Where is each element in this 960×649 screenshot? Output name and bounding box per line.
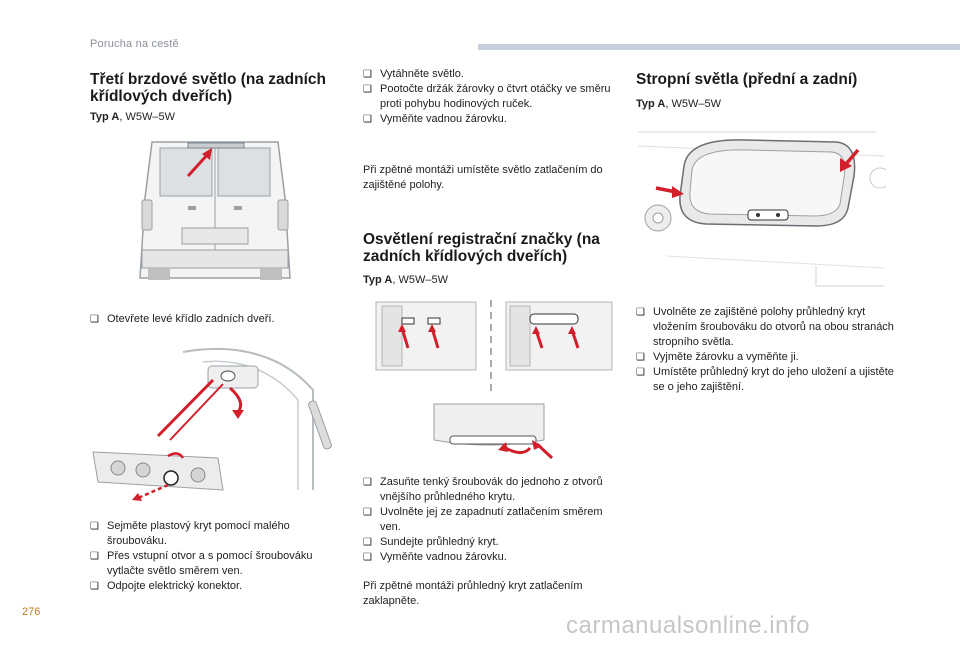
step-item: ❑Sejměte plastový kryt pomocí malého šro…: [90, 520, 290, 547]
ceiling-light-illustration: [637, 131, 886, 287]
header-bar: [478, 44, 960, 50]
steps-open-door: ❑Otevřete levé křídlo zadních dveří.: [90, 312, 340, 327]
bulb-type-plate-light: Typ A, W5W–5W: [363, 274, 448, 286]
plate-reassembly-note: Při zpětné montáži průhledný kryt zatlač…: [363, 580, 583, 607]
steps-remove-lamp: ❑Sejměte plastový kryt pomocí malého šro…: [90, 519, 345, 594]
van-rear-illustration: [139, 141, 291, 280]
checkbox-marker-icon: ❑: [363, 84, 372, 95]
checkbox-marker-icon: ❑: [636, 352, 645, 363]
plate-light-illustration: [375, 300, 613, 460]
step-item: ❑Otevřete levé křídlo zadních dveří.: [90, 313, 275, 325]
page-number: 276: [22, 606, 41, 618]
steps-ceiling-lights: ❑Uvolněte ze zajištěné polohy průhledný …: [636, 305, 906, 395]
checkbox-marker-icon: ❑: [90, 314, 99, 325]
checkbox-marker-icon: ❑: [90, 581, 99, 592]
step-item: ❑Uvolněte jej ze zapadnutí zatlačením sm…: [363, 506, 603, 533]
checkbox-marker-icon: ❑: [90, 521, 99, 532]
step-item: ❑Přes vstupní otvor a s pomocí šroubovák…: [90, 550, 313, 577]
section-title-ceiling-lights: Stropní světla (přední a zadní): [636, 71, 858, 88]
door-lamp-illustration: [92, 347, 332, 501]
bulb-type-ceiling-lights: Typ A, W5W–5W: [636, 98, 721, 110]
section-header: Porucha na cestě: [90, 38, 179, 50]
step-item: ❑Umístěte průhledný kryt do jeho uložení…: [636, 366, 894, 393]
step-item: ❑Vytáhněte světlo.: [363, 68, 464, 80]
step-item: ❑Vyměňte vadnou žárovku.: [363, 551, 507, 563]
checkbox-marker-icon: ❑: [363, 552, 372, 563]
section-title-plate-light: Osvětlení registrační značky (na zadních…: [363, 231, 600, 265]
checkbox-marker-icon: ❑: [363, 507, 372, 518]
watermark: carmanualsonline.info: [566, 612, 810, 639]
steps-bulb-change: ❑Vytáhněte světlo. ❑Pootočte držák žárov…: [363, 67, 613, 127]
checkbox-marker-icon: ❑: [636, 367, 645, 378]
step-item: ❑Uvolněte ze zajištěné polohy průhledný …: [636, 306, 894, 348]
step-item: ❑Vyměňte vadnou žárovku.: [363, 113, 507, 125]
step-item: ❑Sundejte průhledný kryt.: [363, 536, 499, 548]
step-item: ❑Zasuňte tenký šroubovák do jednoho z ot…: [363, 476, 603, 503]
checkbox-marker-icon: ❑: [363, 477, 372, 488]
checkbox-marker-icon: ❑: [363, 69, 372, 80]
checkbox-marker-icon: ❑: [90, 551, 99, 562]
bulb-type-brake-light: Typ A, W5W–5W: [90, 111, 175, 123]
reassembly-note: Při zpětné montáži umístěte světlo zatla…: [363, 164, 603, 191]
steps-plate-light: ❑Zasuňte tenký šroubovák do jednoho z ot…: [363, 475, 613, 565]
checkbox-marker-icon: ❑: [636, 307, 645, 318]
section-title-brake-light: Třetí brzdové světlo (na zadních křídlov…: [90, 71, 326, 105]
step-item: ❑Vyjměte žárovku a vyměňte ji.: [636, 351, 799, 363]
checkbox-marker-icon: ❑: [363, 114, 372, 125]
step-item: ❑Pootočte držák žárovky o čtvrt otáčky v…: [363, 83, 611, 110]
checkbox-marker-icon: ❑: [363, 537, 372, 548]
step-item: ❑Odpojte elektrický konektor.: [90, 580, 243, 592]
